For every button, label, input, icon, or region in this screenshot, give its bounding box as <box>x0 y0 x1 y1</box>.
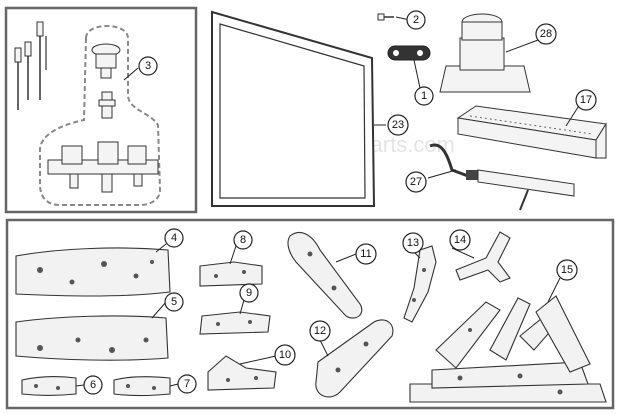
log-12 <box>315 319 394 398</box>
callout-8: 8 <box>233 230 253 250</box>
callout-5: 5 <box>164 292 184 312</box>
callout-11: 11 <box>355 243 377 265</box>
svg-text:1: 1 <box>421 90 427 102</box>
log-8 <box>199 261 263 287</box>
svg-text:27: 27 <box>410 176 422 188</box>
log-11 <box>287 232 363 319</box>
svg-text:11: 11 <box>360 248 371 260</box>
log-13 <box>403 245 437 323</box>
log-7 <box>113 376 171 397</box>
switch-part <box>387 45 431 61</box>
callout-13: 13 <box>402 232 424 254</box>
thermocouple-part <box>14 21 47 110</box>
callout-2: 2 <box>406 10 426 30</box>
callout-9: 9 <box>239 283 259 303</box>
callout-27: 27 <box>405 171 427 193</box>
valve-knob-part <box>91 43 121 119</box>
callout-10: 10 <box>274 344 296 366</box>
callout-14: 14 <box>449 229 471 251</box>
gas-valve-part <box>47 141 159 193</box>
callout-6: 6 <box>83 375 103 395</box>
burner-tube-part <box>429 143 575 211</box>
log-9 <box>199 311 271 335</box>
valve-panel <box>4 6 198 214</box>
logs-panel <box>5 218 615 410</box>
svg-text:2: 2 <box>413 14 419 26</box>
log-4 <box>15 247 171 297</box>
callout-3: 3 <box>138 56 158 76</box>
svg-text:10: 10 <box>279 349 291 361</box>
log-10 <box>207 355 277 391</box>
callout-4: 4 <box>164 228 184 248</box>
log-5 <box>15 315 169 361</box>
svg-text:12: 12 <box>314 325 326 337</box>
screw-part <box>377 13 394 21</box>
callout-28: 28 <box>535 23 557 45</box>
svg-text:4: 4 <box>171 232 177 244</box>
svg-text:8: 8 <box>240 234 246 246</box>
svg-text:5: 5 <box>171 296 177 308</box>
callout-17: 17 <box>575 89 597 111</box>
leader-lines <box>75 16 581 387</box>
pilot-assembly-part <box>439 13 531 93</box>
svg-text:7: 7 <box>184 378 190 390</box>
callout-12: 12 <box>309 320 331 342</box>
svg-text:23: 23 <box>392 119 404 131</box>
svg-text:6: 6 <box>90 379 96 391</box>
svg-text:14: 14 <box>454 234 466 246</box>
log-6 <box>21 376 77 397</box>
valve-assembly-outline <box>39 25 162 206</box>
svg-text:15: 15 <box>561 264 573 276</box>
svg-text:3: 3 <box>145 60 151 72</box>
log-set-15 <box>409 295 607 403</box>
callout-7: 7 <box>177 374 197 394</box>
callout-1: 1 <box>414 86 434 106</box>
svg-text:9: 9 <box>246 287 252 299</box>
svg-text:28: 28 <box>540 28 552 40</box>
callout-15: 15 <box>556 259 578 281</box>
burner-part <box>456 105 607 159</box>
svg-text:13: 13 <box>407 237 419 249</box>
log-14 <box>455 231 511 283</box>
callout-23: 23 <box>387 114 409 136</box>
svg-text:17: 17 <box>580 94 592 106</box>
glass-door-part <box>211 10 376 207</box>
